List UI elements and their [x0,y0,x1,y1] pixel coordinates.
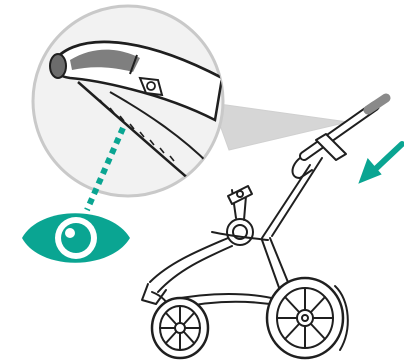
callout-magnifier [33,6,223,196]
stroller-rear-wheel [267,278,343,358]
double-arrow-icon [360,144,402,182]
stroller-front-wheel [152,298,208,358]
stroller-front-frame [150,238,232,292]
eye-icon [22,213,130,263]
handlebar-end-cap [50,54,66,78]
